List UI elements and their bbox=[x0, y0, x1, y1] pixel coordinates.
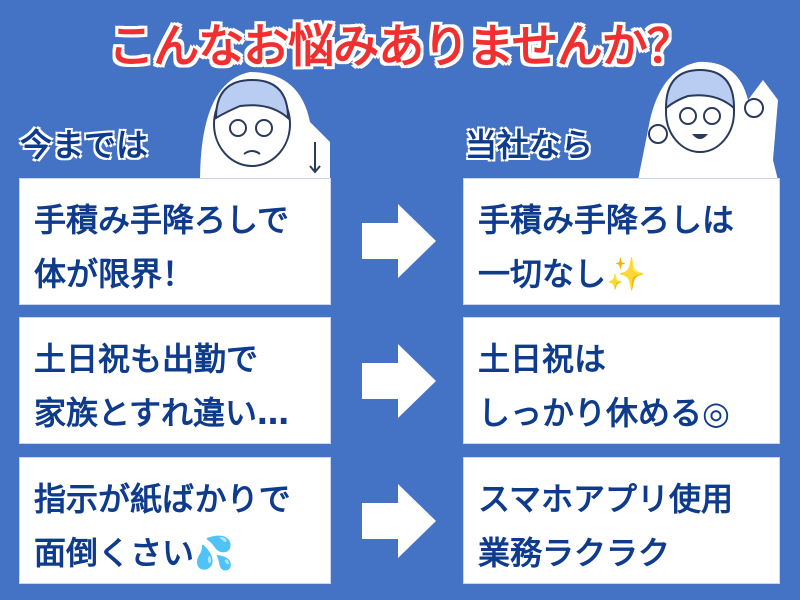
before-text-line: 土日祝も出勤で bbox=[34, 340, 259, 378]
page-title: こんなお悩みありませんか？ bbox=[108, 19, 693, 73]
after-text-line: スマホアプリ使用 bbox=[478, 480, 734, 518]
after-card-1: 手積み手降ろしは 一切なし✨ bbox=[463, 178, 780, 305]
after-text-line: 手積み手降ろしは bbox=[478, 201, 735, 239]
after-label: 当社なら bbox=[465, 126, 594, 164]
before-card-2: 土日祝も出勤で 家族とすれ違い… bbox=[19, 317, 331, 444]
happy-person-illustration bbox=[638, 61, 778, 180]
worried-person-illustration bbox=[200, 72, 330, 182]
before-card-1: 手積み手降ろしで 体が限界！ bbox=[19, 178, 331, 305]
arrow-right-icon bbox=[362, 344, 436, 418]
before-text-line: 体が限界！ bbox=[34, 255, 195, 293]
after-card-3: スマホアプリ使用 業務ラクラク bbox=[463, 457, 780, 584]
before-label: 今までは bbox=[20, 126, 149, 164]
before-text-line: 面倒くさい💦 bbox=[34, 534, 234, 572]
after-text-line: 一切なし✨ bbox=[478, 255, 646, 293]
before-text-line: 家族とすれ違い… bbox=[34, 394, 290, 432]
after-card-2: 土日祝は しっかり休める◎ bbox=[463, 317, 780, 444]
after-text-line: 土日祝は bbox=[478, 340, 607, 378]
after-text-line: しっかり休める◎ bbox=[478, 394, 730, 432]
arrow-right-icon bbox=[362, 484, 436, 558]
before-card-3: 指示が紙ばかりで 面倒くさい💦 bbox=[19, 457, 331, 584]
arrow-right-icon bbox=[362, 204, 436, 278]
after-text-line: 業務ラクラク bbox=[478, 534, 671, 572]
before-text-line: 手積み手降ろしで bbox=[34, 201, 290, 239]
before-text-line: 指示が紙ばかりで bbox=[34, 480, 291, 518]
